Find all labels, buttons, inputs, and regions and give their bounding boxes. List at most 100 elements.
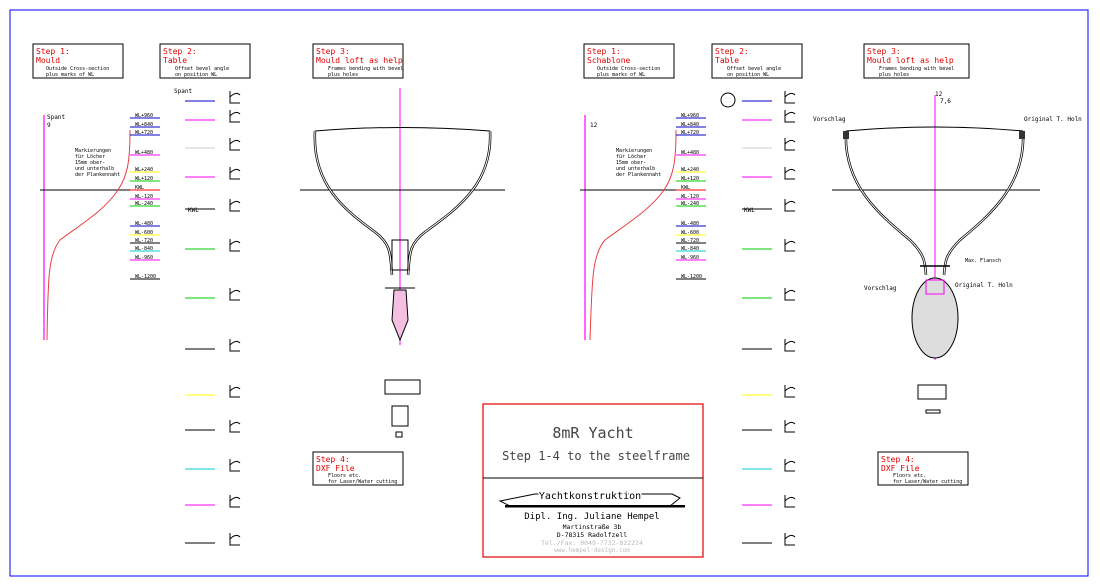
- bevel-angle-icon: [229, 459, 241, 472]
- waterline-label: WL-480: [135, 221, 153, 227]
- step-desc: for Laser/Water cutting: [328, 479, 397, 485]
- step-title: Step 3:: [867, 47, 901, 56]
- bevel-angle-icon: [784, 385, 796, 398]
- waterline-label: KWL: [135, 185, 144, 191]
- right-step2-box: Step 2: Table Offset bevel angle on posi…: [711, 43, 803, 79]
- step-name: DXF File: [316, 464, 355, 473]
- street: Martinstraße 3b: [563, 523, 622, 531]
- website: www.hempel-design.com: [554, 547, 630, 554]
- waterline-label: WL+240: [135, 167, 153, 173]
- bevel-angle-icon: [229, 110, 241, 123]
- waterline-label: WL+120: [681, 176, 699, 182]
- step-title: Step 4:: [316, 455, 350, 464]
- bevel-angle-icon: [784, 91, 796, 104]
- bevel-angle-icon: [229, 239, 241, 252]
- step-desc: plus holes: [879, 72, 909, 78]
- waterline-label: WL-600: [681, 230, 699, 236]
- bevel-angle-icon: [784, 288, 796, 301]
- step-desc: Outside Cross-section: [597, 66, 660, 72]
- note-line: 15mm ober-: [75, 160, 105, 166]
- step-desc: plus marks of WL: [597, 72, 645, 78]
- step-name: Schablone: [587, 56, 631, 65]
- bevel-angle-icon: [229, 339, 241, 352]
- bevel-angle-icon: [229, 385, 241, 398]
- waterline-label: WL+840: [135, 122, 153, 128]
- right-step3-box: Step 3: Mould loft as help Frames bendin…: [863, 43, 970, 79]
- step-title: Step 3:: [316, 47, 350, 56]
- step-desc: on position WL: [175, 72, 217, 78]
- note-line: Markierungen: [616, 148, 652, 154]
- bevel-angle-icon: [784, 420, 796, 433]
- step-title: Step 4:: [881, 455, 915, 464]
- bevel-angle-icon: [229, 288, 241, 301]
- waterline-label: WL+720: [135, 130, 153, 136]
- waterline-label: WL+840: [681, 122, 699, 128]
- step-name: DXF File: [881, 464, 920, 473]
- left-step2-box: Step 2: Table Offset bevel angle on posi…: [159, 43, 251, 79]
- waterline-list: WL+960WL+840WL+720WL+480WL+240WL+120KWLW…: [130, 113, 160, 280]
- waterline-list: WL+960WL+840WL+720WL+480WL+240WL+120KWLW…: [676, 113, 706, 280]
- bevel-angle-icon: [784, 495, 796, 508]
- waterline-label: WL+720: [681, 130, 699, 136]
- note-line: Markierungen: [75, 148, 111, 154]
- left-step3-box: Step 3: Mould loft as help Frames bendin…: [312, 43, 404, 79]
- kwl-label: KWL: [744, 207, 755, 214]
- right-step1-box: Step 1: Schablone Outside Cross-section …: [583, 43, 675, 79]
- waterline-label: WL-1200: [681, 274, 702, 280]
- step-desc: plus holes: [328, 72, 358, 78]
- waterline-label: WL-600: [135, 230, 153, 236]
- waterline-label: WL-960: [135, 255, 153, 261]
- waterline-label: WL-960: [681, 255, 699, 261]
- waterline-label: WL-840: [681, 246, 699, 252]
- bevel-angle-icon: [229, 199, 241, 212]
- designer-name: Dipl. Ing. Juliane Hempel: [524, 512, 659, 522]
- step-desc: Floors etc.: [893, 473, 926, 479]
- spant-number: 12: [590, 122, 598, 129]
- waterline-label: WL-120: [681, 194, 699, 200]
- vorschlag-label: Vorschlag: [864, 285, 897, 292]
- waterline-label: WL+960: [681, 113, 699, 119]
- step-desc: Frames bending with bevel: [328, 66, 403, 72]
- waterline-label: WL-480: [681, 221, 699, 227]
- frame-label: 7,6: [940, 98, 951, 105]
- step-desc: Frames bending with bevel: [879, 66, 954, 72]
- city: D-78315 Radolfzell: [557, 531, 628, 539]
- bevel-angle-icon: [784, 533, 796, 546]
- original-label: Original T. Holn: [1024, 116, 1082, 123]
- waterline-label: WL+240: [681, 167, 699, 173]
- left-bevel-table: Spant KWL: [174, 88, 241, 546]
- left-hull-section: [300, 88, 505, 438]
- flange-label: Max. Flansch: [965, 258, 1001, 264]
- note-line: der Plankennaht: [616, 172, 661, 178]
- step-name: Table: [163, 56, 187, 65]
- right-mould: 12 Markierungen für Löcher 15mm ober- un…: [580, 113, 706, 341]
- left-step4-box: Step 4: DXF File Floors etc. for Laser/W…: [312, 451, 404, 486]
- drawing-title: 8mR Yacht: [552, 424, 633, 442]
- step-name: Mould loft as help: [316, 56, 403, 65]
- step-name: Mould: [36, 56, 60, 65]
- waterline-label: WL-720: [681, 238, 699, 244]
- spant-number: 9: [47, 122, 51, 129]
- bevel-angle-icon: [784, 167, 796, 180]
- logo-text: Yachtkonstruktion: [539, 491, 641, 502]
- bevel-angle-icon: [229, 138, 241, 151]
- phone: Tel./Fax: 0049-7732-822224: [541, 539, 643, 547]
- drawing-subtitle: Step 1-4 to the steelframe: [502, 449, 690, 463]
- bevel-angle-icon: [229, 91, 241, 104]
- spant-label: Spant: [47, 114, 65, 121]
- bevel-angle-icon: [784, 239, 796, 252]
- bevel-angle-icon: [784, 339, 796, 352]
- waterline-label: WL-240: [681, 201, 699, 207]
- bevel-angle-icon: [229, 167, 241, 180]
- step-title: Step 1:: [36, 47, 70, 56]
- step-title: Step 2:: [163, 47, 197, 56]
- title-block: 8mR Yacht Step 1-4 to the steelframe Yac…: [482, 403, 704, 558]
- step-desc: for Laser/Water cutting: [893, 479, 962, 485]
- bevel-angle-icon: [229, 533, 241, 546]
- waterline-label: WL-720: [135, 238, 153, 244]
- step-title: Step 1:: [587, 47, 621, 56]
- step-desc: Outside Cross-section: [46, 66, 109, 72]
- left-mould: Spant 9 Markierungen für Löcher 15mm obe…: [40, 113, 160, 341]
- step-title: Step 2:: [715, 47, 749, 56]
